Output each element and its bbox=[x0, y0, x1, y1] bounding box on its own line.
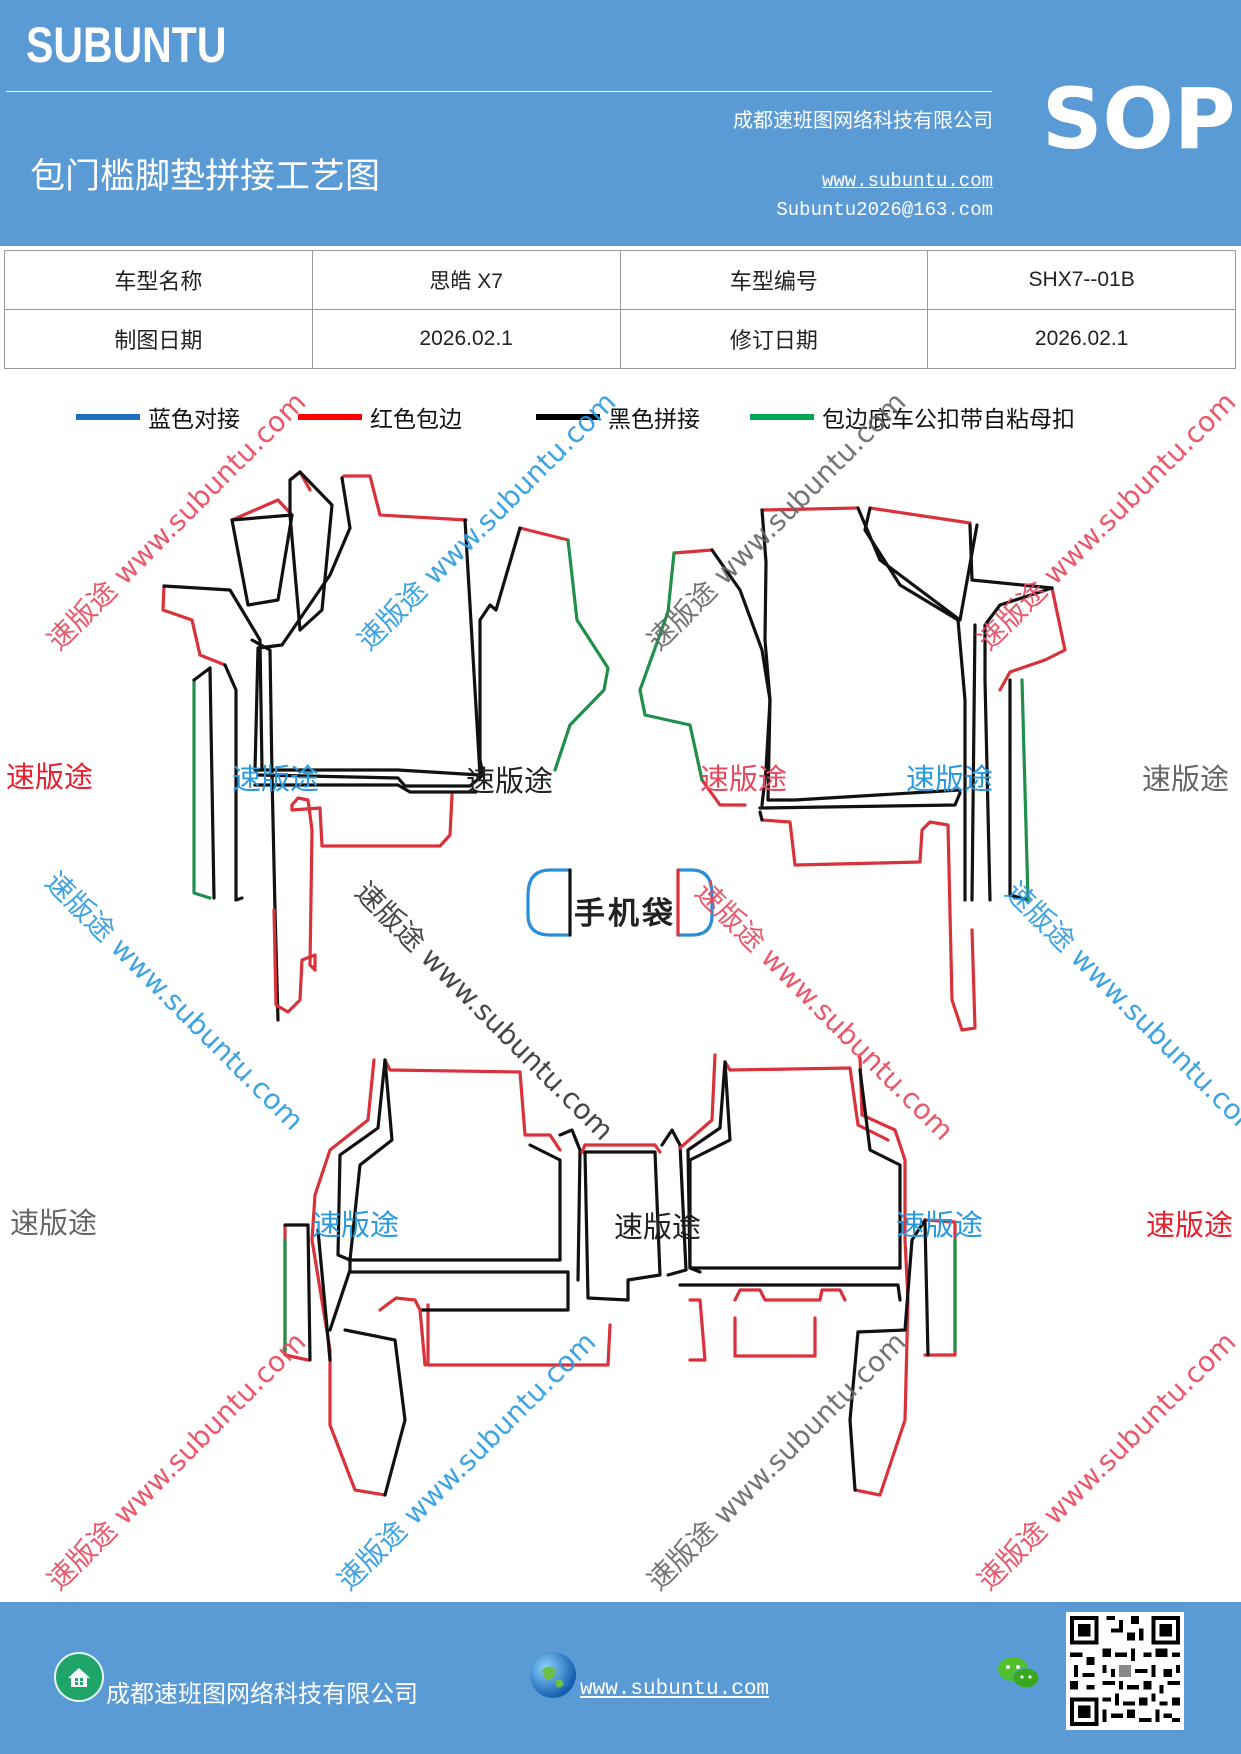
legend-swatch-black bbox=[536, 414, 600, 420]
legend-swatch-green bbox=[750, 414, 814, 420]
wechat-icon-glyph bbox=[998, 1657, 1040, 1689]
top-left-mat bbox=[161, 470, 610, 1022]
watermark-label: 速版途 bbox=[896, 1208, 984, 1242]
footer-banner: 成都速班图网络科技有限公司 www.subuntu.com bbox=[0, 1602, 1241, 1754]
legend-swatch-blue bbox=[76, 414, 140, 420]
legend-swatch-red bbox=[298, 414, 362, 420]
brand-logo: SUBUNTU bbox=[26, 17, 227, 73]
legend-label: 包边底车公扣带自粘母扣 bbox=[822, 407, 1075, 433]
legend-item-blue: 蓝色对接 bbox=[76, 402, 240, 433]
model-name-value: 思皓 X7 bbox=[311, 250, 621, 310]
qr-code-pattern bbox=[1066, 1612, 1184, 1730]
draw-date-label: 制图日期 bbox=[4, 309, 313, 369]
table-row: 车型名称 思皓 X7 车型编号 SHX7--01B bbox=[4, 250, 1236, 310]
sop-label: SOP bbox=[1042, 70, 1236, 168]
revise-date-label: 修订日期 bbox=[619, 309, 929, 369]
company-name: 成都速班图网络科技有限公司 bbox=[733, 108, 993, 132]
bottom-right-mat bbox=[678, 1053, 957, 1497]
footer-website-link[interactable]: www.subuntu.com bbox=[580, 1678, 770, 1701]
legend-item-green: 包边底车公扣带自粘母扣 bbox=[750, 402, 1075, 433]
legend-label: 黑色拼接 bbox=[608, 407, 700, 433]
email-text: Subuntu2026@163.com bbox=[776, 199, 993, 221]
watermark-label: 速版途 bbox=[6, 760, 94, 794]
phone-bag-outline bbox=[526, 868, 714, 937]
legend-label: 蓝色对接 bbox=[148, 407, 240, 433]
watermark-label: 速版途 bbox=[1142, 762, 1230, 796]
model-code-value: SHX7--01B bbox=[927, 250, 1236, 310]
revise-date-value: 2026.02.1 bbox=[927, 309, 1236, 369]
globe-icon-glyph bbox=[542, 1666, 564, 1688]
draw-date-value: 2026.02.1 bbox=[311, 309, 621, 369]
wechat-icon[interactable] bbox=[996, 1654, 1042, 1694]
home-icon bbox=[54, 1652, 104, 1702]
watermark-label: 速版途 bbox=[1146, 1208, 1234, 1242]
qr-code bbox=[1066, 1612, 1184, 1730]
watermark-label: 速版途 bbox=[906, 762, 994, 796]
legend-item-red: 红色包边 bbox=[298, 402, 462, 433]
globe-icon bbox=[530, 1652, 576, 1698]
watermark-label: 速版途 bbox=[232, 762, 320, 796]
watermark-label: 速版途 bbox=[614, 1210, 702, 1244]
watermark-label: 速版途 bbox=[466, 764, 554, 798]
info-table: 车型名称 思皓 X7 车型编号 SHX7--01B 制图日期 2026.02.1… bbox=[4, 250, 1236, 369]
bottom-left-mat bbox=[283, 1058, 612, 1497]
model-name-label: 车型名称 bbox=[4, 250, 313, 310]
center-tunnel-piece bbox=[580, 1128, 688, 1302]
phone-bag-label: 手机袋 bbox=[574, 896, 676, 932]
legend-item-black: 黑色拼接 bbox=[536, 402, 700, 433]
home-icon-glyph bbox=[68, 1668, 90, 1687]
footer-company: 成都速班图网络科技有限公司 bbox=[106, 1680, 418, 1708]
header-banner: SUBUNTU 成都速班图网络科技有限公司 包门槛脚垫拼接工艺图 www.sub… bbox=[0, 0, 1241, 246]
watermark-label: 速版途 bbox=[312, 1208, 400, 1242]
header-divider bbox=[6, 91, 992, 92]
watermark-label: 速版途 bbox=[700, 762, 788, 796]
table-row: 制图日期 2026.02.1 修订日期 2026.02.1 bbox=[4, 309, 1236, 369]
legend-label: 红色包边 bbox=[370, 407, 462, 433]
watermark-label: 速版途 bbox=[10, 1206, 98, 1240]
model-code-label: 车型编号 bbox=[619, 250, 929, 310]
top-right-mat bbox=[638, 506, 1067, 1032]
page-title: 包门槛脚垫拼接工艺图 bbox=[30, 157, 381, 197]
website-link[interactable]: www.subuntu.com bbox=[821, 170, 993, 192]
